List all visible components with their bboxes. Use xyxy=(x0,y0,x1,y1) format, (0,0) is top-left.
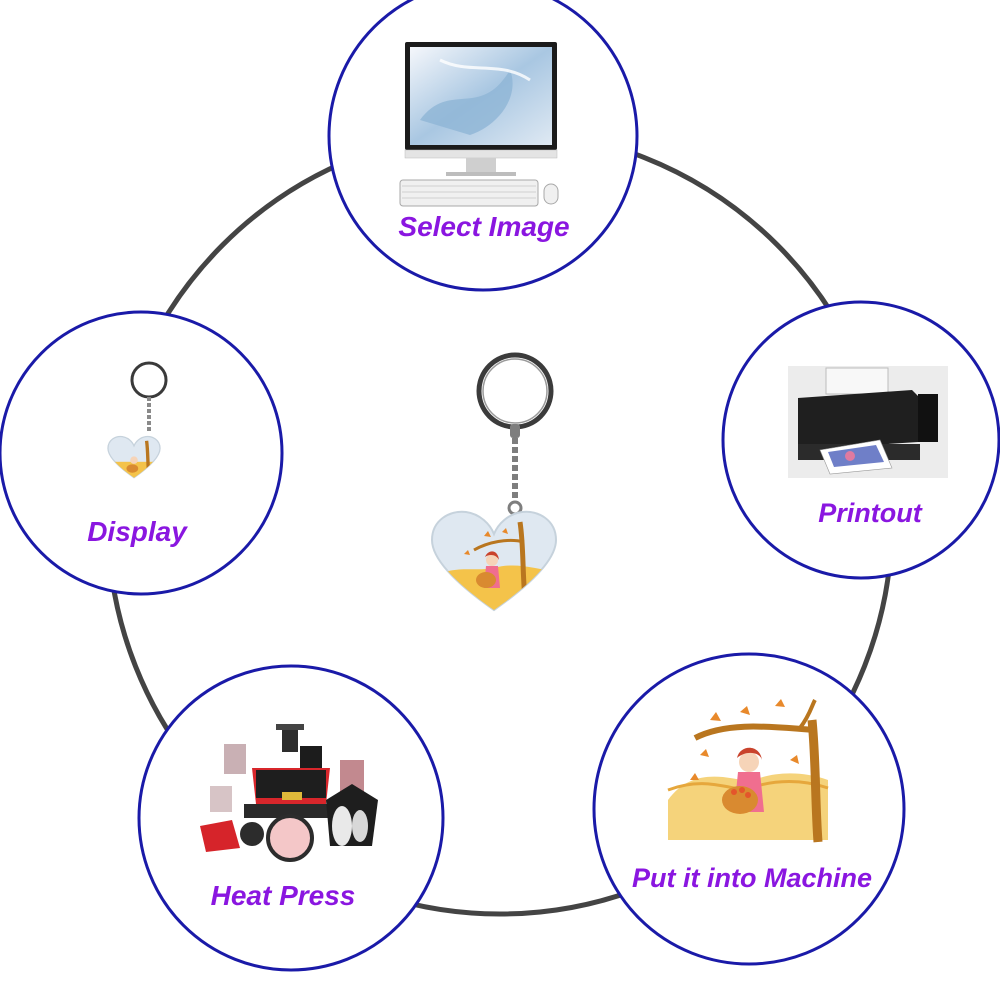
step-heat-press: Heat Press xyxy=(137,664,445,972)
step-label: Display xyxy=(87,516,188,547)
step-printout: Printout xyxy=(721,300,1000,580)
step-label: Heat Press xyxy=(211,880,356,911)
heat-press-machine-icon xyxy=(200,724,378,862)
step-select-image: Select Image xyxy=(327,0,639,292)
computer-monitor-icon xyxy=(399,42,559,207)
step-display: Display xyxy=(0,310,284,596)
printer-icon xyxy=(788,366,948,478)
printed-picture-icon xyxy=(667,698,829,843)
step-label: Select Image xyxy=(398,211,569,242)
step-label: Printout xyxy=(818,498,922,528)
heart-keychain-icon xyxy=(430,352,558,612)
step-label: Put it into Machine xyxy=(632,863,872,893)
step-put-into-machine: Put it into Machine xyxy=(592,652,906,966)
